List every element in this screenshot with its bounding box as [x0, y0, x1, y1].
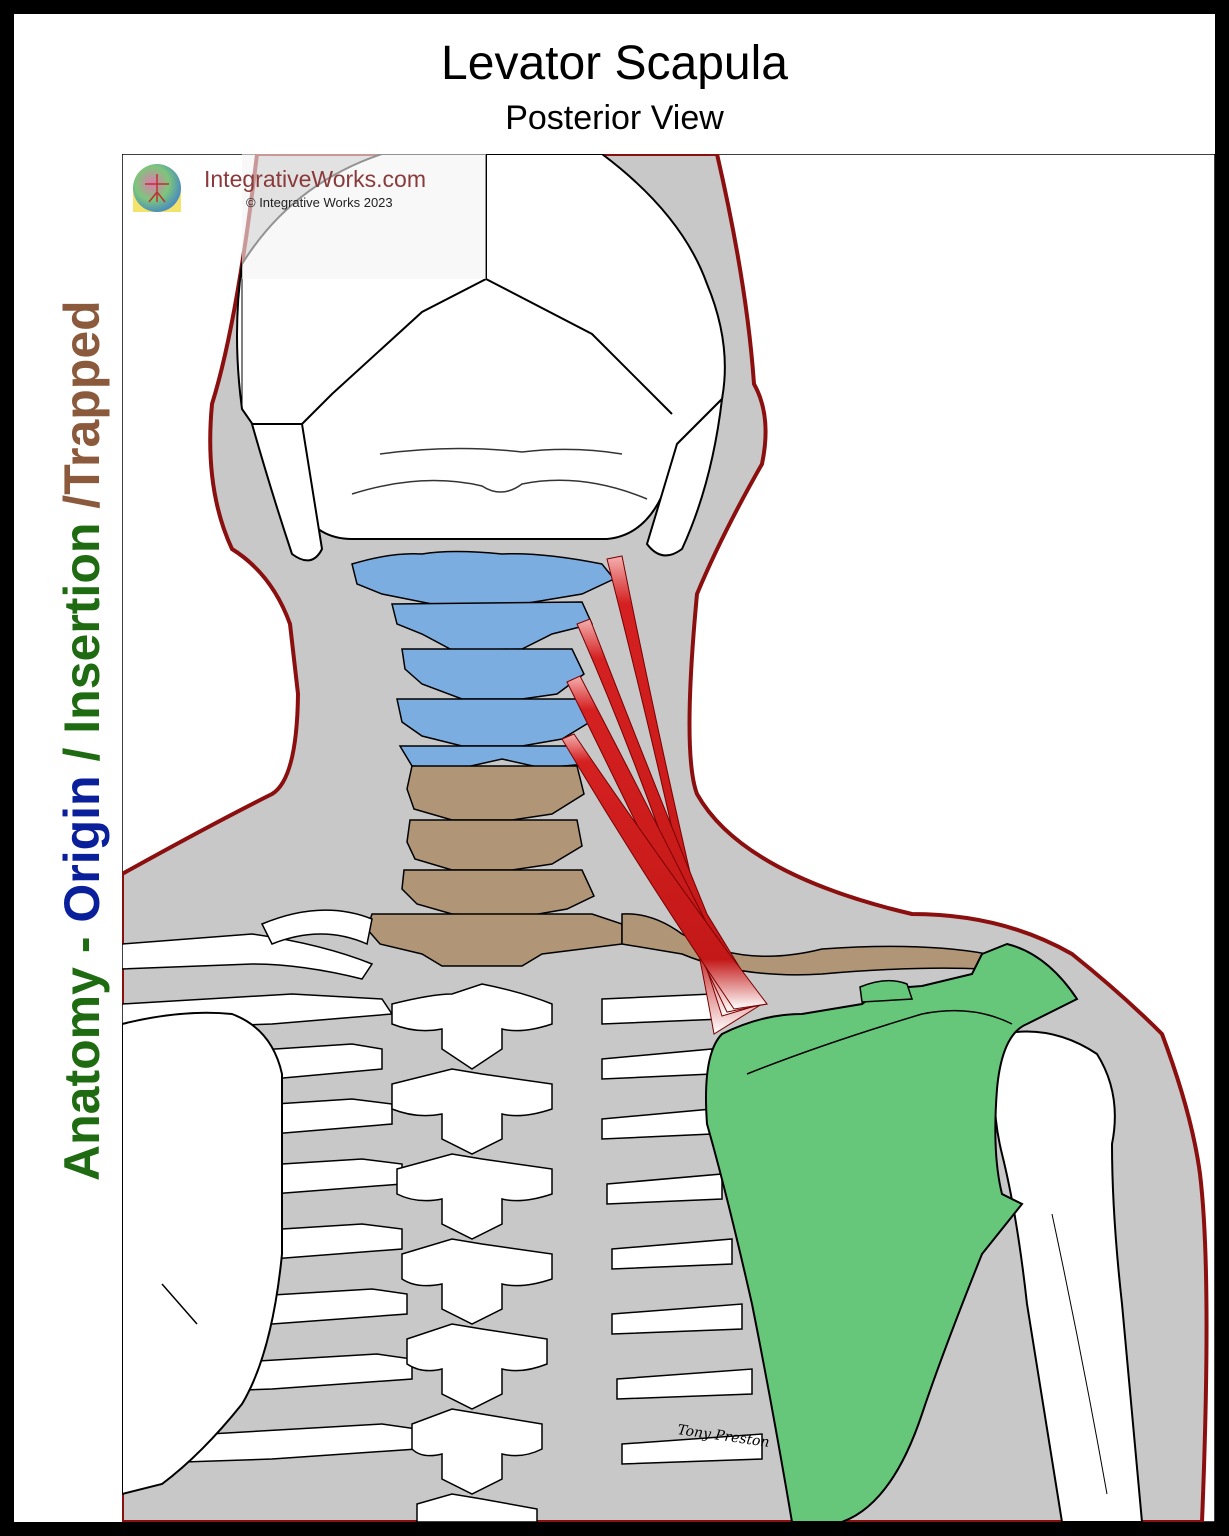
- legend-separator: /: [54, 733, 110, 776]
- humerus-right: [993, 1030, 1144, 1522]
- mastoid-right: [645, 396, 724, 557]
- page-title: Levator Scapula: [441, 37, 788, 90]
- thoracic-spine: [391, 983, 553, 1522]
- cervical-origin: [351, 550, 616, 769]
- coracoid: [859, 979, 914, 1003]
- scapula-insertion: [705, 942, 1079, 1522]
- page-frame: Levator Scapula Posterior View Anatomy -…: [14, 14, 1215, 1522]
- page-subtitle: Posterior View: [505, 99, 724, 137]
- humerus-line: [1051, 1213, 1108, 1495]
- nuchal-line: [351, 479, 648, 500]
- legend-separator: -: [54, 922, 110, 968]
- scapular-spine: [746, 1009, 1013, 1075]
- scapula-left-line: [161, 1283, 198, 1325]
- mastoid-left: [250, 423, 324, 562]
- legend-separator: /: [54, 494, 110, 523]
- clavicle-left: [260, 909, 373, 946]
- legend-insertion: Insertion: [54, 522, 110, 734]
- nuchal-line: [379, 447, 623, 455]
- legend-anatomy: Anatomy: [54, 967, 110, 1181]
- logo-icon: [131, 162, 183, 214]
- scapula-left: [122, 1011, 283, 1496]
- legend-origin: Origin: [54, 775, 110, 923]
- watermark-site: IntegrativeWorks.com: [204, 166, 426, 192]
- levator-scapulae-muscle: [561, 555, 768, 1035]
- cervical-trapped: [366, 765, 623, 967]
- skull-suture: [485, 278, 673, 415]
- ribs-right: [601, 993, 763, 1465]
- legend-label: Anatomy - Origin / Insertion /Trapped: [47, 300, 117, 1181]
- legend-trapped: Trapped: [54, 300, 110, 495]
- skull-parietal: [242, 154, 486, 279]
- anatomy-illustration: Tony Preston: [122, 154, 1215, 1522]
- watermark-copyright: © Integrative Works 2023: [246, 195, 393, 210]
